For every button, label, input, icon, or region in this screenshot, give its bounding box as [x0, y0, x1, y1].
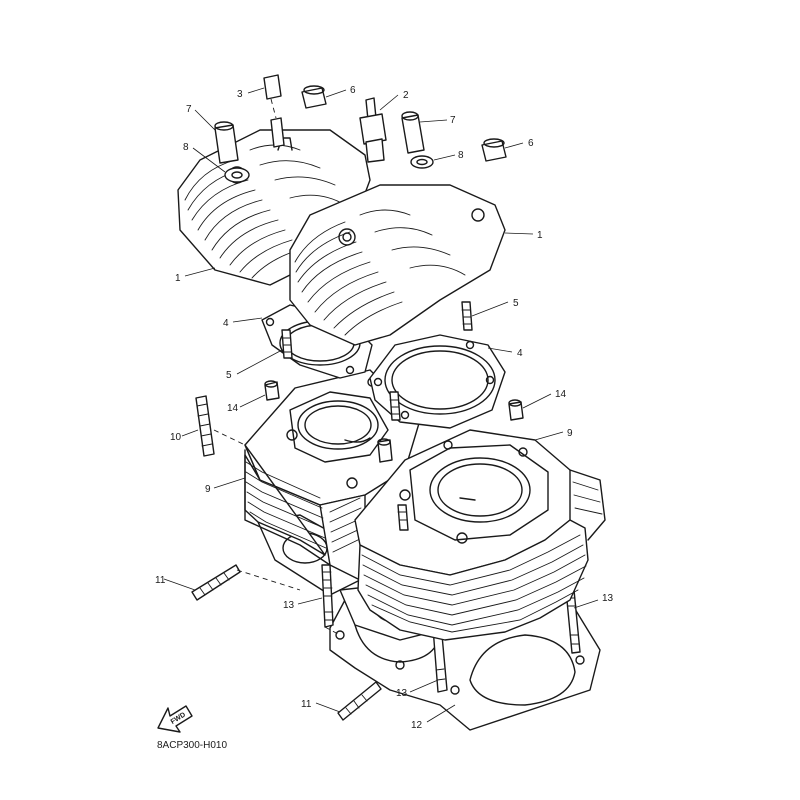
label-5-left: 5 — [226, 370, 232, 381]
head-gasket-right — [369, 334, 506, 429]
cylinder-head-right — [289, 184, 506, 346]
label-11-upper: 11 — [155, 575, 166, 586]
label-1-left: 1 — [175, 273, 181, 284]
bolt-upper — [191, 564, 241, 601]
assembly-lines — [213, 98, 341, 636]
cap-nut-left — [264, 380, 280, 401]
part-labels: 1 1 2 3 4 4 5 5 6 6 7 7 8 8 9 9 10 11 11… — [155, 85, 614, 731]
label-11-lower: 11 — [301, 699, 312, 710]
cylinder-right — [354, 429, 606, 641]
label-8-right: 8 — [458, 150, 464, 161]
bolt-lower — [337, 681, 382, 721]
spark-plug-left — [270, 117, 285, 148]
label-14-left: 14 — [227, 403, 239, 414]
fwd-arrow-icon: FWD — [157, 705, 193, 733]
label-7-left: 7 — [186, 104, 192, 115]
sleeve-left — [214, 121, 239, 164]
label-2: 2 — [403, 90, 409, 101]
cylinder-stud-left — [321, 564, 334, 628]
acorn-nut-right — [481, 138, 507, 162]
head-stud-right — [461, 301, 473, 331]
sleeve-right — [401, 111, 425, 154]
label-14-right: 14 — [555, 389, 567, 400]
label-4-right: 4 — [517, 348, 523, 359]
acorn-nut-left — [301, 85, 327, 109]
label-6-right: 6 — [528, 138, 534, 149]
figure-code: 8ACP300-H010 — [157, 740, 227, 751]
label-9-left: 9 — [205, 484, 211, 495]
label-1-right: 1 — [537, 230, 543, 241]
head-stud-mid-1 — [389, 391, 401, 421]
label-7-right: 7 — [450, 115, 456, 126]
label-13-middle: 13 — [396, 688, 408, 699]
label-3: 3 — [237, 89, 243, 100]
leader-lines — [163, 87, 599, 723]
label-12: 12 — [411, 720, 423, 731]
washer-right — [410, 155, 434, 169]
label-13-left: 13 — [283, 600, 295, 611]
label-8-left: 8 — [183, 142, 189, 153]
cylinder-left — [244, 369, 421, 581]
label-10: 10 — [170, 432, 182, 443]
head-stud-left — [281, 329, 293, 359]
head-stud-mid-2 — [397, 504, 409, 531]
label-9-right: 9 — [567, 428, 573, 439]
label-4-left: 4 — [223, 318, 229, 329]
label-6-left: 6 — [350, 85, 356, 96]
dowel-pin — [195, 395, 215, 457]
cap-nut-middle — [377, 438, 393, 463]
spark-plug — [359, 97, 387, 163]
cap — [263, 74, 282, 100]
label-5-right: 5 — [513, 298, 519, 309]
washer-left — [224, 167, 250, 183]
cap-nut-right — [508, 399, 524, 421]
label-13-right: 13 — [602, 593, 614, 604]
